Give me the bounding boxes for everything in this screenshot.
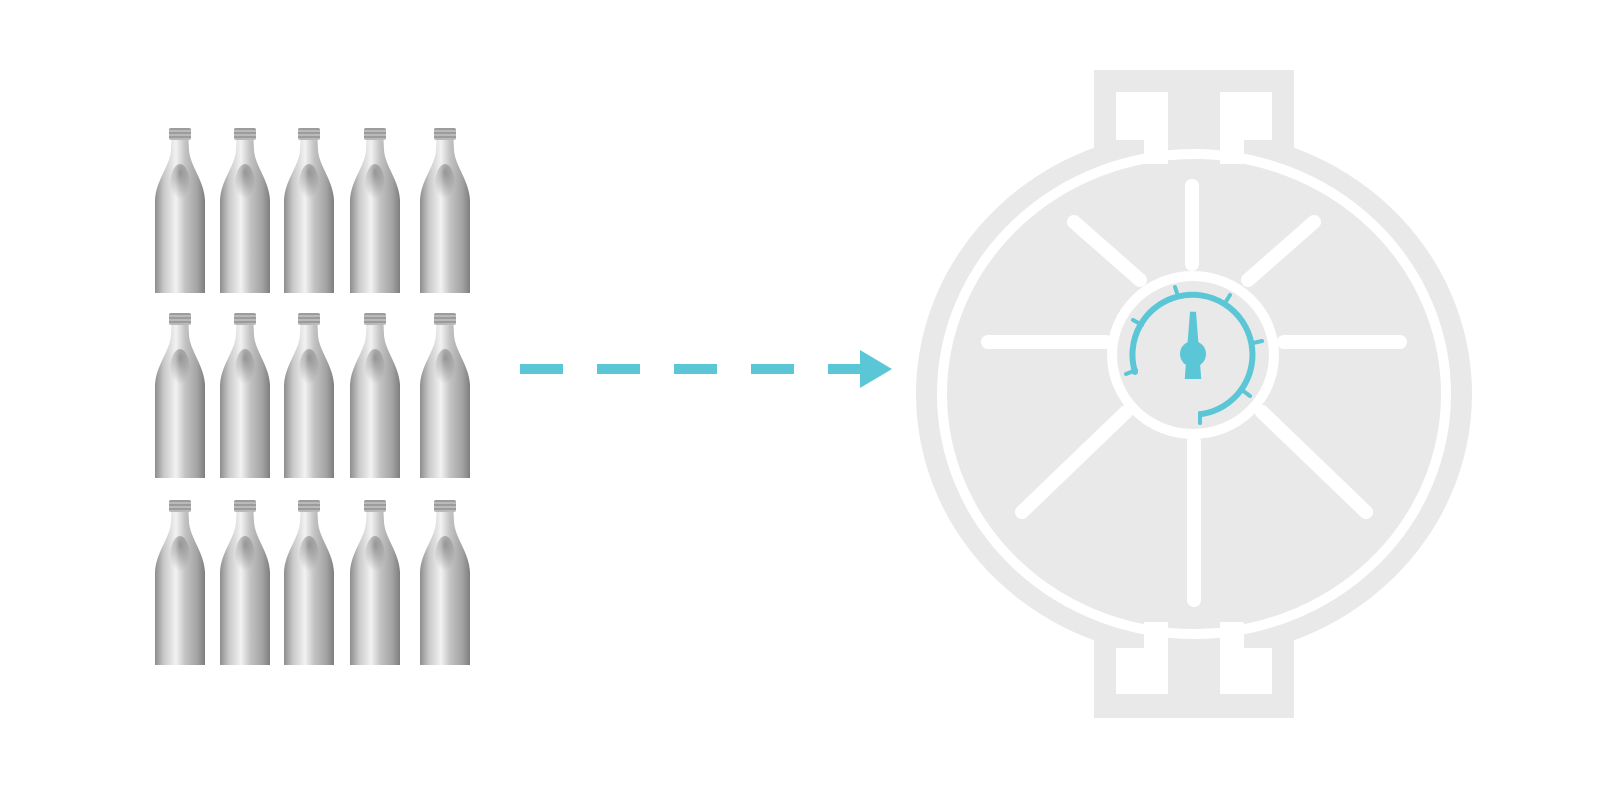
arrow-dash	[828, 364, 862, 374]
bottle-shading	[235, 164, 255, 208]
bottle-body	[220, 130, 270, 293]
bottle-shading	[299, 164, 319, 208]
bottle-body	[220, 502, 270, 665]
bottle-thread	[169, 500, 191, 512]
arrow-dash	[520, 364, 563, 374]
aluminum-bottle-icon	[420, 128, 470, 293]
arrow-dash	[674, 364, 717, 374]
dashed-arrow-right-icon	[520, 350, 892, 388]
bottle-thread	[434, 500, 456, 512]
bottle-shading	[170, 349, 190, 393]
bottle-body	[350, 502, 400, 665]
bottle-thread	[169, 313, 191, 325]
aluminum-bottle-icon	[220, 313, 270, 478]
top-flange-slot	[1220, 92, 1272, 164]
bottle-body	[350, 315, 400, 478]
arrow-dash	[751, 364, 794, 374]
bottle-thread	[364, 128, 386, 140]
bottle-shading	[235, 536, 255, 580]
aluminum-bottle-icon	[155, 128, 205, 293]
bottle-thread	[234, 313, 256, 325]
bottle-thread	[364, 313, 386, 325]
bottle-shading	[435, 349, 455, 393]
bottle-body	[350, 130, 400, 293]
bottom-flange-slot	[1220, 622, 1272, 694]
aluminum-bottle-icon	[420, 313, 470, 478]
bottle-body	[220, 315, 270, 478]
bottle-thread	[234, 128, 256, 140]
aluminum-bottle-icon	[155, 500, 205, 665]
bottle-shading	[170, 536, 190, 580]
bottle-thread	[298, 313, 320, 325]
bottle-body	[284, 502, 334, 665]
bottle-shading	[435, 164, 455, 208]
aluminum-bottle-icon	[220, 128, 270, 293]
bottle-grid	[155, 128, 470, 665]
pressure-vessel-icon	[916, 70, 1472, 718]
bottom-flange-slot	[1116, 622, 1168, 694]
aluminum-bottle-icon	[350, 128, 400, 293]
bottle-body	[155, 502, 205, 665]
bottle-thread	[234, 500, 256, 512]
aluminum-bottle-icon	[284, 500, 334, 665]
bottle-thread	[298, 500, 320, 512]
aluminum-bottle-icon	[284, 128, 334, 293]
vessel-ring	[937, 149, 1451, 639]
bottle-thread	[434, 128, 456, 140]
bottle-body	[420, 315, 470, 478]
vessel-spokes	[981, 179, 1407, 607]
bottle-shading	[365, 536, 385, 580]
bottle-body	[420, 130, 470, 293]
bottle-shading	[235, 349, 255, 393]
bottle-shading	[170, 164, 190, 208]
bottle-body	[155, 130, 205, 293]
arrow-head	[860, 350, 892, 388]
bottle-body	[420, 502, 470, 665]
bottle-shading	[365, 164, 385, 208]
aluminum-bottle-icon	[420, 500, 470, 665]
bottle-body	[155, 315, 205, 478]
bottle-body	[284, 130, 334, 293]
aluminum-bottle-icon	[155, 313, 205, 478]
bottle-body	[284, 315, 334, 478]
bottle-thread	[298, 128, 320, 140]
bottle-shading	[299, 349, 319, 393]
bottle-shading	[299, 536, 319, 580]
aluminum-bottle-icon	[284, 313, 334, 478]
bottle-thread	[364, 500, 386, 512]
pressure-gauge-icon	[1124, 285, 1264, 425]
aluminum-bottle-icon	[350, 500, 400, 665]
top-flange-slot	[1116, 92, 1168, 164]
bottle-shading	[435, 536, 455, 580]
arrow-dash	[597, 364, 640, 374]
bottle-thread	[434, 313, 456, 325]
bottle-thread	[169, 128, 191, 140]
aluminum-bottle-icon	[350, 313, 400, 478]
bottle-shading	[365, 349, 385, 393]
aluminum-bottle-icon	[220, 500, 270, 665]
